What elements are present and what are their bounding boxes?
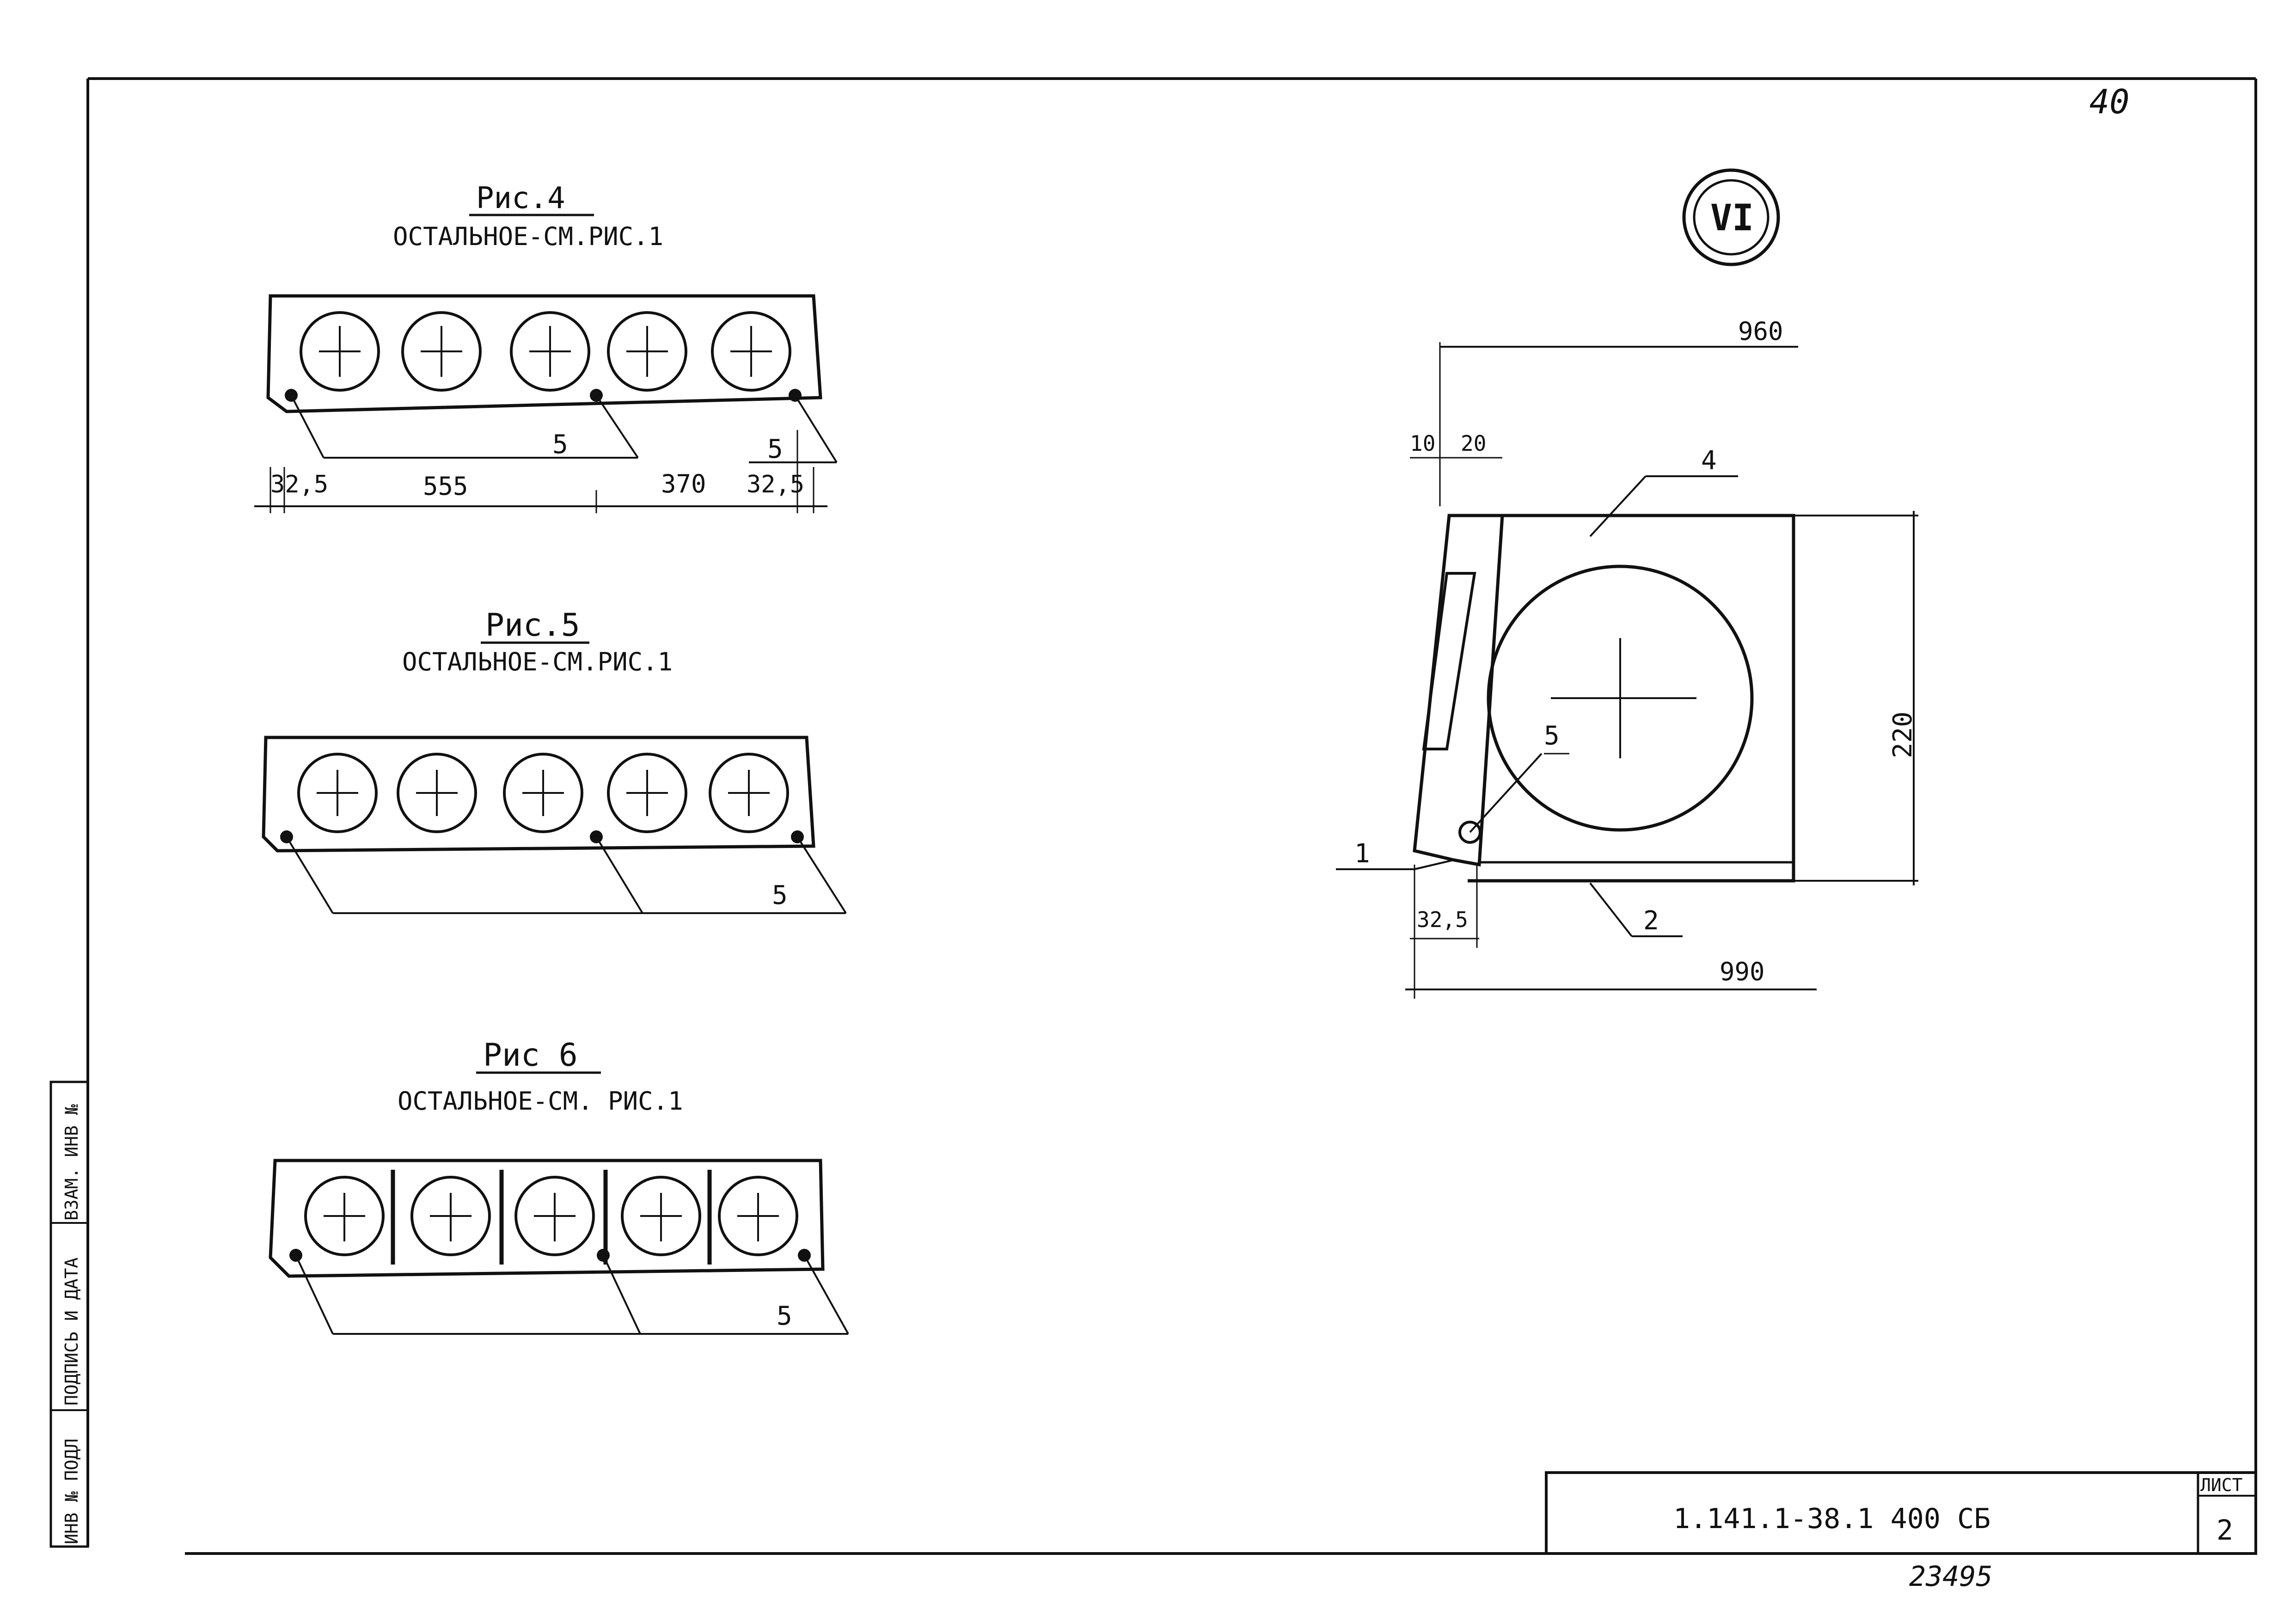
slab-section (1468, 514, 1795, 883)
title-block: 1.141.1-38.1 400 СБ ЛИСТ 2 (1545, 1471, 2257, 1555)
hollow-circles-6 (304, 1176, 798, 1256)
figure-6: Рис 6 ОСТАЛЬНОЕ-СМ. РИС.1 5 (269, 1037, 849, 1335)
end-plate-recess (1422, 572, 1476, 750)
dim-220: 220 (1888, 712, 1918, 758)
figure-5-title: Рис.5 (485, 607, 580, 644)
figure-6-subtitle: ОСТАЛЬНОЕ-СМ. РИС.1 (398, 1087, 683, 1116)
stamp-row-replace: ВЗАМ. ИНВ № (61, 1104, 82, 1221)
hollow-core (1487, 565, 1754, 832)
figure-5: Рис.5 ОСТАЛЬНОЕ-СМ.РИС.1 5 (262, 607, 847, 914)
figure-4-subtitle: ОСТАЛЬНОЕ-СМ.РИС.1 (393, 222, 663, 251)
callout-5: 5 (552, 430, 568, 460)
dim-20: 20 (1461, 431, 1486, 456)
side-stamp: ИНВ № ПОДЛ ПОДПИСЬ И ДАТА ВЗАМ. ИНВ № (49, 1081, 89, 1548)
sheet-label: ЛИСТ (2200, 1475, 2243, 1495)
footer-code: 23495 (1909, 1560, 1993, 1593)
stamp-row-inv: ИНВ № ПОДЛ (61, 1438, 82, 1544)
figure-4-title: Рис.4 (476, 181, 565, 215)
figure-4: Рис.4 ОСТАЛЬНОЕ-СМ.РИС.1 5 5 32,5 555 37… (254, 181, 838, 513)
figure-6-title: Рис 6 (483, 1037, 578, 1074)
dim-990: 990 (1720, 957, 1765, 986)
anchor-point (1458, 821, 1482, 844)
callout-5b: 5 (767, 434, 783, 464)
dim-32-5-right: 32,5 (747, 471, 804, 498)
frame (86, 77, 2257, 1555)
callout-5: 5 (772, 880, 788, 910)
callout-4: 4 (1701, 446, 1717, 476)
slab-outline-5 (262, 736, 815, 853)
figure-5-subtitle: ОСТАЛЬНОЕ-СМ.РИС.1 (402, 647, 673, 676)
dim-10: 10 (1410, 431, 1435, 456)
detail-label: VI (1710, 197, 1754, 239)
callout-5: 5 (1544, 721, 1560, 751)
ribs-6 (391, 1170, 712, 1265)
detail-vi: VI 960 10 20 220 4 5 1 2 32, (1336, 168, 1918, 999)
dim-370: 370 (661, 469, 706, 498)
sheet-number: 2 (2216, 1514, 2233, 1547)
hollow-circles-5 (297, 753, 789, 833)
page-number: 40 (2089, 82, 2130, 121)
callout-2: 2 (1643, 906, 1659, 936)
dim-555: 555 (423, 472, 468, 501)
dim-960: 960 (1738, 317, 1783, 346)
designation: 1.141.1-38.1 400 СБ (1673, 1503, 1990, 1535)
callout-5: 5 (777, 1301, 792, 1331)
slab-outline-4 (266, 294, 822, 413)
callout-1: 1 (1354, 839, 1370, 869)
stamp-row-sign: ПОДПИСЬ И ДАТА (61, 1258, 82, 1406)
slab-outline-6 (269, 1159, 825, 1278)
dim-32-5: 32,5 (1417, 907, 1468, 932)
dim-32-5-left: 32,5 (270, 471, 328, 498)
hollow-circles-4 (300, 311, 791, 392)
